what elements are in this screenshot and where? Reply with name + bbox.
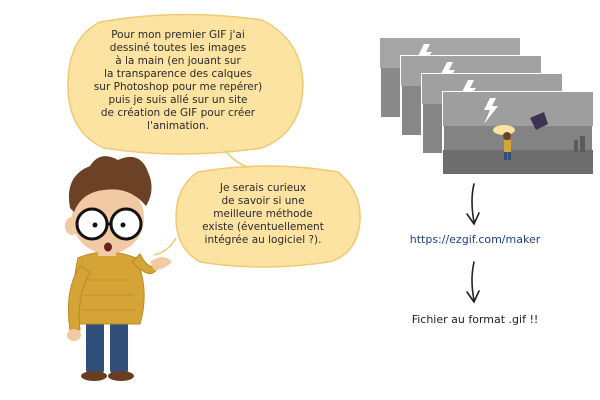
text-line: à la main (en jouant sur <box>115 55 241 67</box>
text-line: dessiné toutes les images <box>109 42 247 54</box>
text-line: puis je suis allé sur un site <box>108 94 248 106</box>
text-line: de savoir si une <box>221 195 305 207</box>
speech-bubble-small <box>153 165 361 268</box>
result-caption: Fichier au format .gif !! <box>411 313 539 326</box>
gif-frame-front <box>442 91 594 175</box>
text-line: l'animation. <box>147 120 209 132</box>
arrow-down-icon <box>466 261 480 304</box>
ezgif-maker-link[interactable]: https://ezgif.com/maker <box>409 233 541 246</box>
speech-bubble-text-small: Je serais curieux de savoir si une meill… <box>168 182 358 247</box>
character-illustration <box>65 156 172 381</box>
arrow-down-icon <box>466 183 480 226</box>
text-line: sur Photoshop pour me repérer) <box>93 81 263 93</box>
text-line: intégrée au logiciel ?). <box>204 234 322 246</box>
text-line: meilleure méthode <box>213 208 313 220</box>
lightning-icon <box>484 98 498 124</box>
speech-bubble-text-large: Pour mon premier GIF j'ai dessiné toutes… <box>58 29 298 133</box>
text-line: la transparence des calques <box>104 68 252 80</box>
speech-bubble-large <box>67 13 304 171</box>
text-line: existe (éventuellement <box>202 221 324 233</box>
text-line: Pour mon premier GIF j'ai <box>111 29 245 41</box>
text-line: de création de GIF pour créer <box>100 107 256 119</box>
gif-frames-stack <box>379 37 594 175</box>
bubble-tail-2 <box>153 237 177 256</box>
text-line: Je serais curieux <box>219 182 307 194</box>
